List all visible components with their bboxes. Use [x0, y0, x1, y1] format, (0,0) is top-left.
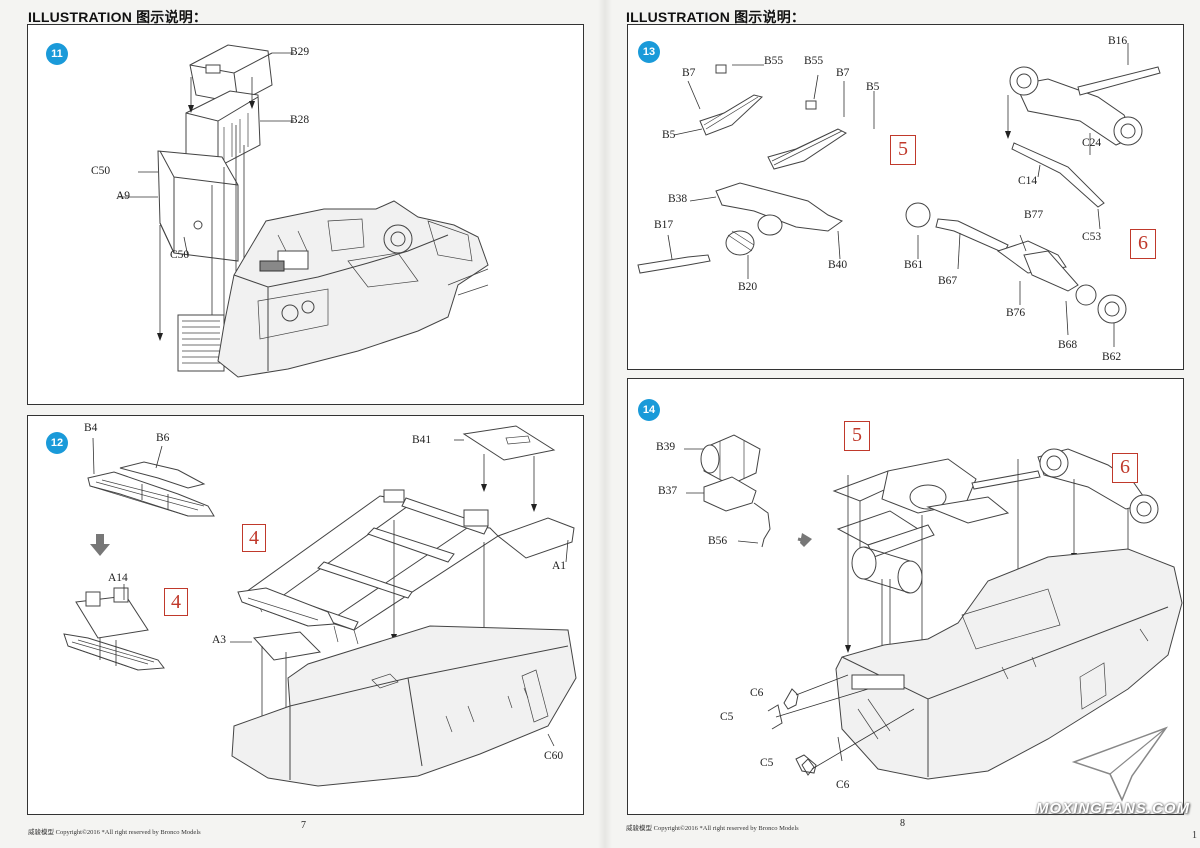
part-label-b38: B38: [668, 193, 688, 205]
reference-step-6: 6: [1130, 229, 1156, 259]
edge-mark: 1: [1192, 830, 1197, 841]
reference-step-5: 5: [844, 421, 870, 451]
part-label-b17: B17: [654, 219, 674, 231]
part-label-b29: B29: [290, 46, 310, 58]
part-label-b6: B6: [156, 432, 170, 444]
part-label-b37: B37: [658, 485, 678, 497]
part-label-b5-right: B5: [866, 81, 880, 93]
copyright-right: 威骏模型 Copyright©2016 *All right reserved …: [626, 825, 799, 832]
watermark-text: MOXINGFANS.COM: [1036, 800, 1191, 817]
reference-step-6: 6: [1112, 453, 1138, 483]
part-label-b4: B4: [84, 422, 98, 434]
reference-step-4-upper: 4: [242, 524, 266, 552]
step-11-drawing: [118, 44, 489, 378]
step-13-drawing: [637, 43, 1161, 347]
page-header-right: ILLUSTRATION 图示说明：: [626, 9, 806, 25]
part-label-c24: C24: [1082, 137, 1102, 149]
part-label-b7-left: B7: [682, 67, 696, 79]
step-12-badge: 12: [46, 432, 68, 454]
copyright-left: 威骏模型 Copyright©2016 *All right reserved …: [28, 829, 201, 836]
part-label-b67: B67: [938, 275, 958, 287]
part-label-a14: A14: [108, 572, 128, 584]
step-14-badge: 14: [638, 399, 660, 421]
step-11-badge: 11: [46, 43, 68, 65]
part-label-b62: B62: [1102, 351, 1122, 363]
part-label-b41: B41: [412, 434, 432, 446]
reference-step-5: 5: [890, 135, 916, 165]
step-11-panel: 11 B29 B28 C50 A9 C50: [27, 24, 584, 405]
page-header-left: ILLUSTRATION 图示说明：: [28, 9, 208, 25]
part-label-b7-right: B7: [836, 67, 850, 79]
part-label-b61: B61: [904, 259, 924, 271]
part-label-c50-upper: C50: [91, 165, 111, 177]
part-label-c60: C60: [544, 750, 564, 762]
part-label-b5-left: B5: [662, 129, 676, 141]
part-label-b55-left: B55: [764, 55, 784, 67]
part-label-b68: B68: [1058, 339, 1078, 351]
paper-plane-logo-icon: [1071, 726, 1169, 802]
step-13-badge: 13: [638, 41, 660, 63]
part-label-b55-right: B55: [804, 55, 824, 67]
part-label-b20: B20: [738, 281, 758, 293]
part-label-c5-lower: C5: [760, 757, 774, 769]
page-number-right: 8: [900, 818, 905, 829]
step-14-panel: 14 B39 5 6 B37 B56 C6 C5 C5 C6: [627, 378, 1184, 815]
part-label-b16: B16: [1108, 35, 1128, 47]
part-label-a9: A9: [116, 190, 131, 202]
part-label-c53: C53: [1082, 231, 1102, 243]
part-label-c6-lower: C6: [836, 779, 850, 791]
part-label-c50-lower: C50: [170, 249, 190, 261]
part-label-b28: B28: [290, 114, 310, 126]
part-label-b40: B40: [828, 259, 848, 271]
step-12-drawing: [63, 425, 577, 787]
part-label-b76: B76: [1006, 307, 1026, 319]
step-13-panel: 13 B55 B55 B7 B7 B5 B5 B16 5 C24 C14 B38…: [627, 24, 1184, 370]
part-label-b56: B56: [708, 535, 728, 547]
part-label-a3: A3: [212, 634, 227, 646]
part-label-a1: A1: [552, 560, 567, 572]
step-14-drawing: [684, 434, 1183, 780]
part-label-c6-upper: C6: [750, 687, 764, 699]
step-12-panel: 12 B4 B6 B41 4 A1 A14 4 A3 C60: [27, 415, 584, 815]
book-gutter: [598, 0, 612, 848]
part-label-c14: C14: [1018, 175, 1038, 187]
reference-step-4-lower: 4: [164, 588, 188, 616]
part-label-b39: B39: [656, 441, 676, 453]
part-label-b77: B77: [1024, 209, 1044, 221]
page-number-left: 7: [301, 820, 306, 831]
part-label-c5-upper: C5: [720, 711, 734, 723]
